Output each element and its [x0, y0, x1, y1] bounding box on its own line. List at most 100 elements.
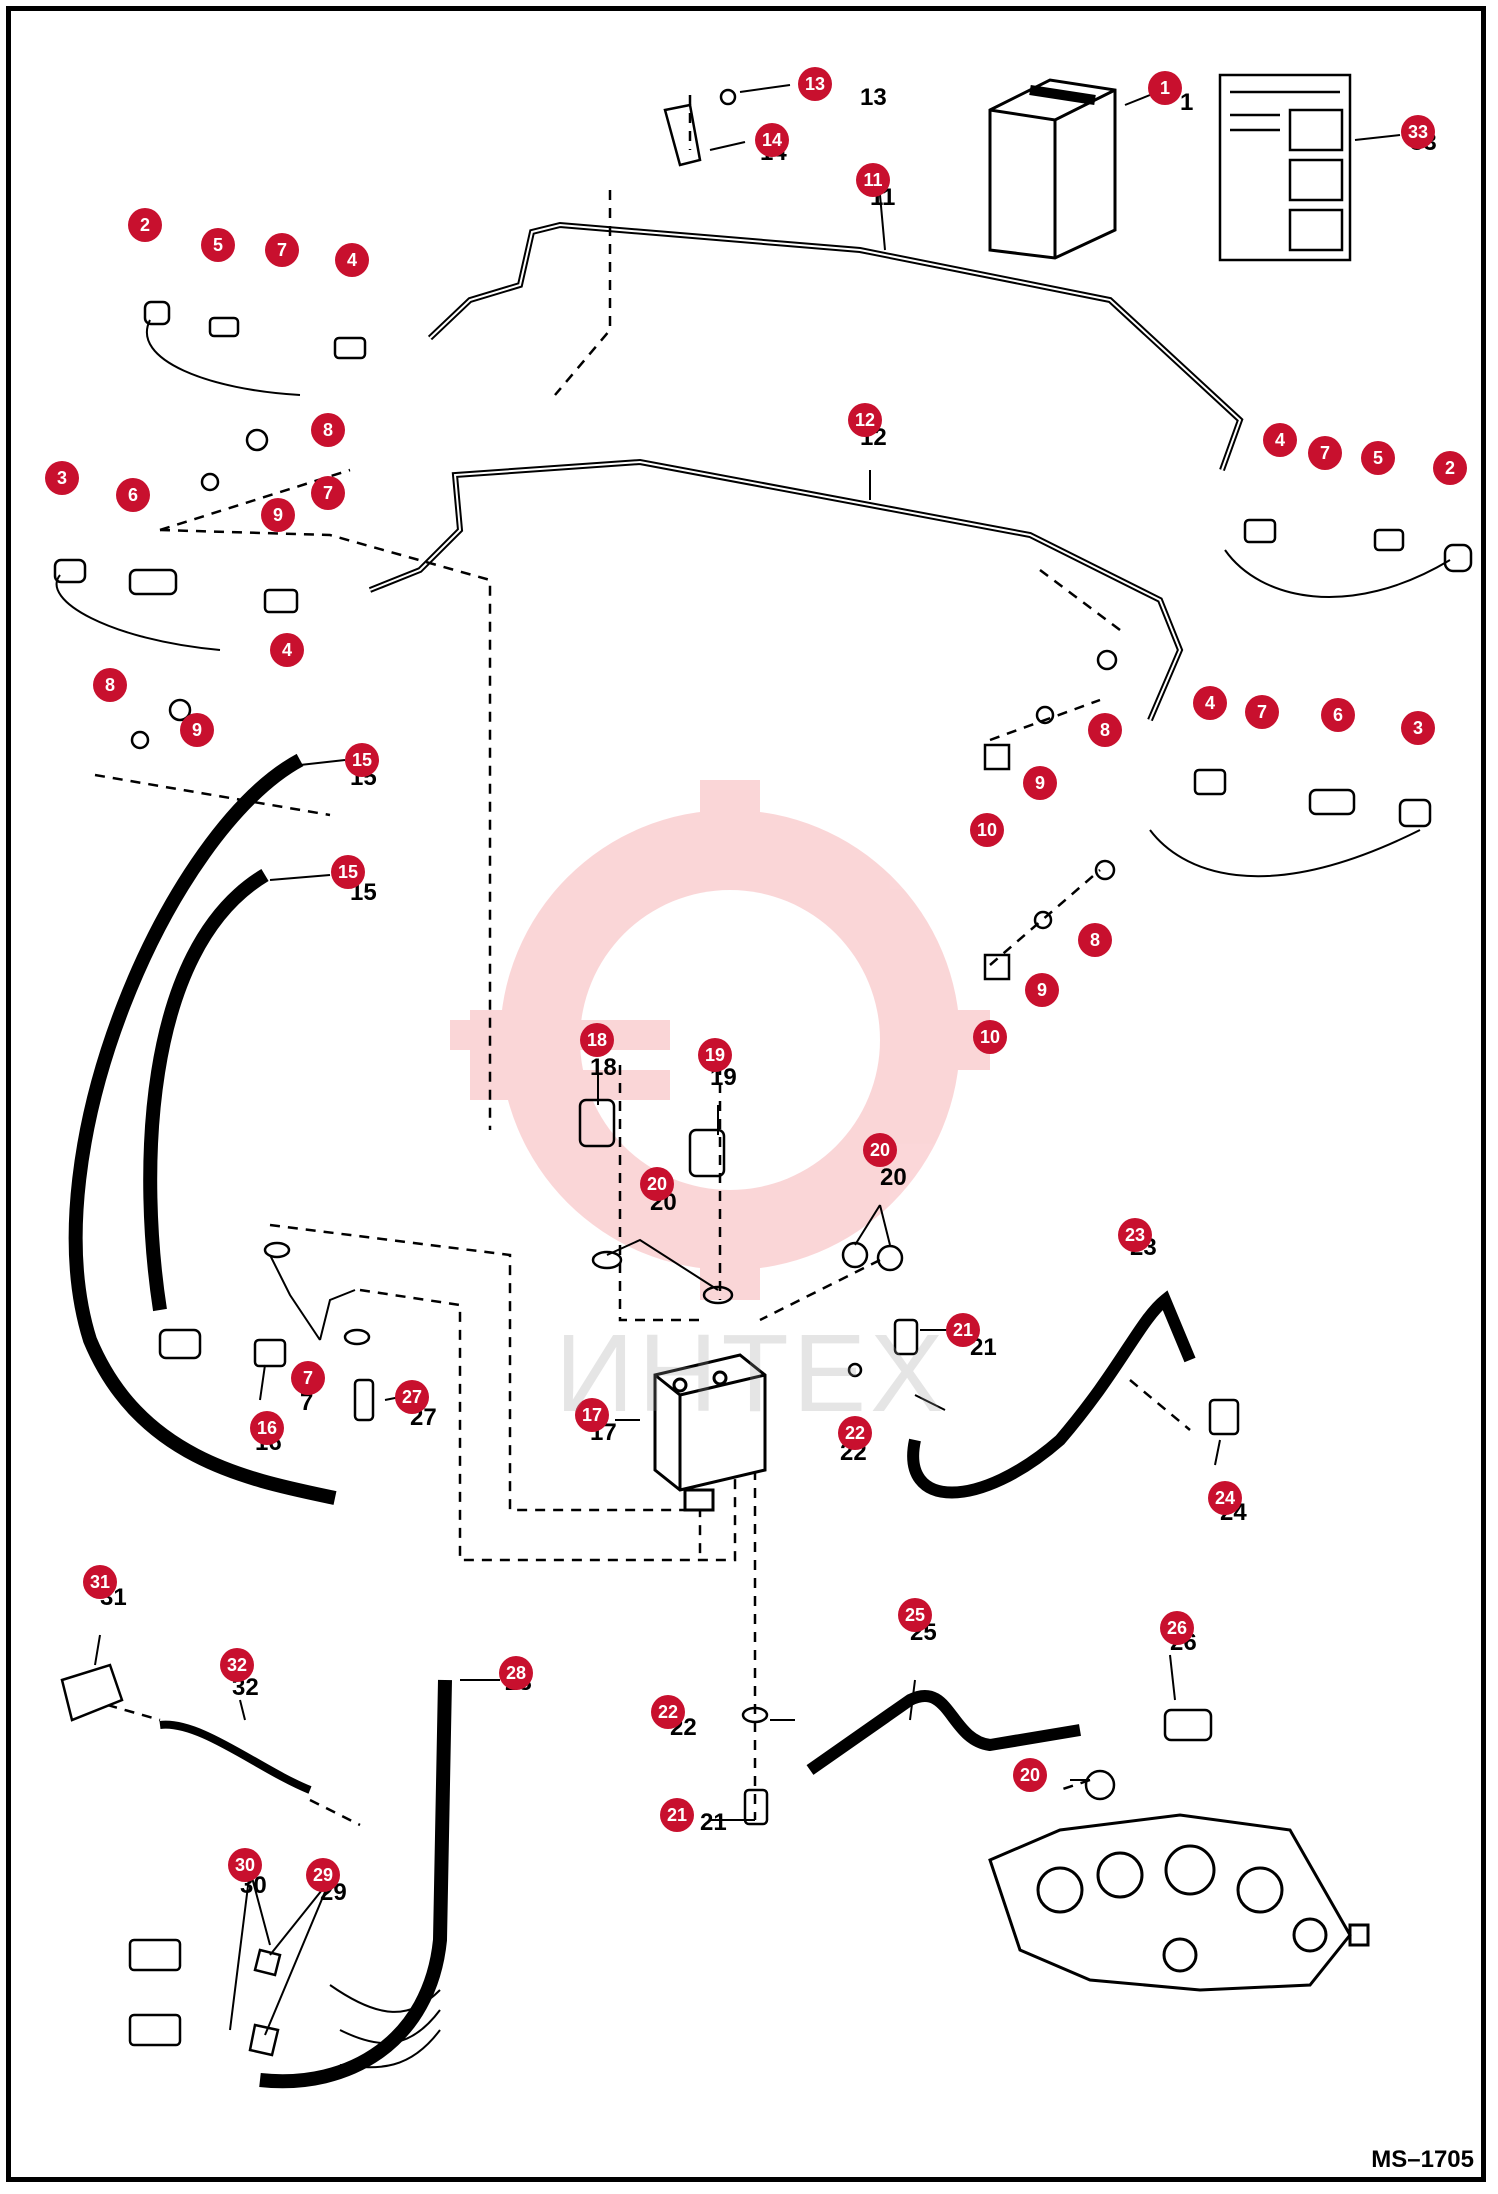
callout-circle: [1401, 711, 1435, 745]
callout-markers: 1223344445566777778888999910101112131415…: [45, 67, 1467, 1892]
callout-4-4: 4: [1193, 686, 1227, 720]
watermark-text: ИНТЕХ: [555, 1312, 948, 1435]
callout-3-2: 3: [1401, 711, 1435, 745]
callout-circle: [1245, 695, 1279, 729]
callout-label: 21: [667, 1805, 687, 1825]
callout-label: 28: [506, 1663, 526, 1683]
callout-circle: [331, 855, 365, 889]
fittings: [53, 300, 1473, 1826]
callout-8-2: 8: [93, 668, 127, 702]
callout-circle: [1160, 1611, 1194, 1645]
callout-label: 25: [905, 1605, 925, 1625]
callout-28: 28: [499, 1656, 533, 1690]
callout-label: 18: [587, 1030, 607, 1050]
battery-1: [988, 78, 1117, 260]
callout-label: 24: [1215, 1488, 1235, 1508]
callout-12: 12: [848, 403, 882, 437]
callout-20: 20: [640, 1167, 674, 1201]
callout-7-5: 7: [291, 1361, 325, 1395]
callout-label: 9: [192, 720, 202, 740]
callout-circle: [128, 208, 162, 242]
callout-circle: [798, 67, 832, 101]
callout-31: 31: [83, 1565, 117, 1599]
callout-15: 15: [345, 743, 379, 777]
callout-label: 7: [277, 240, 287, 260]
callout-circle: [270, 633, 304, 667]
callout-circle: [250, 1411, 284, 1445]
callout-15-2: 15: [331, 855, 365, 889]
callout-label: 5: [213, 235, 223, 255]
callout-label: 22: [658, 1702, 678, 1722]
diagram-frame: [6, 6, 1486, 2182]
o-rings: [263, 1241, 904, 1724]
svg-text:21: 21: [700, 1809, 727, 1836]
callout-circle: [1361, 441, 1395, 475]
callout-7-2: 7: [1308, 436, 1342, 470]
callout-label: 9: [273, 505, 283, 525]
callout-circle: [575, 1398, 609, 1432]
callout-circle: [499, 1656, 533, 1690]
callout-9-3: 9: [1023, 766, 1057, 800]
callout-circle: [83, 1565, 117, 1599]
callout-label: 4: [347, 250, 357, 270]
callout-17: 17: [575, 1398, 609, 1432]
callout-5-2: 5: [1361, 441, 1395, 475]
callout-circle: [265, 233, 299, 267]
callout-10-2: 10: [973, 1020, 1007, 1054]
callout-circle: [838, 1416, 872, 1450]
callout-7-4: 7: [1245, 695, 1279, 729]
callout-label: 26: [1167, 1618, 1187, 1638]
callout-label: 10: [977, 820, 997, 840]
callout-circle: [395, 1380, 429, 1414]
callout-circle: [1208, 1481, 1242, 1515]
tube-11: [427, 221, 1244, 472]
callout-13: 13: [798, 67, 832, 101]
hydraulic-pump: [988, 1813, 1370, 1992]
callout-circle: [863, 1133, 897, 1167]
callout-label: 20: [870, 1140, 890, 1160]
callout-circle: [856, 163, 890, 197]
callout-label: 9: [1037, 980, 1047, 1000]
callout-circle: [755, 123, 789, 157]
callout-circle: [93, 668, 127, 702]
tube-12: [368, 458, 1184, 722]
callout-circle: [1401, 115, 1435, 149]
callout-label: 4: [1205, 693, 1215, 713]
callout-label: 22: [845, 1423, 865, 1443]
svg-text:18: 18: [590, 1054, 617, 1081]
callout-label: 4: [1275, 430, 1285, 450]
callout-label: 17: [582, 1405, 602, 1425]
callout-circle: [45, 461, 79, 495]
callout-label: 29: [313, 1865, 333, 1885]
callout-label: 12: [855, 410, 875, 430]
callout-7-3: 7: [311, 476, 345, 510]
callout-4-3: 4: [270, 633, 304, 667]
callout-circle: [1263, 423, 1297, 457]
callout-circle: [345, 743, 379, 777]
callout-4: 4: [335, 243, 369, 277]
callout-label: 16: [257, 1418, 277, 1438]
callout-circle: [1148, 71, 1182, 105]
callout-26: 26: [1160, 1611, 1194, 1645]
callout-22-2: 22: [651, 1695, 685, 1729]
callout-label: 8: [105, 675, 115, 695]
manual-33: [1218, 73, 1352, 262]
connectors-29-30: [128, 1938, 441, 2069]
callout-circle: [1433, 451, 1467, 485]
callout-circle: [291, 1361, 325, 1395]
callout-circle: [201, 228, 235, 262]
figure-code: MS–1705: [1371, 2146, 1474, 2173]
callout-16: 16: [250, 1411, 284, 1445]
callout-label: 30: [235, 1855, 255, 1875]
callout-circle: [1118, 1218, 1152, 1252]
callout-19: 19: [698, 1038, 732, 1072]
callout-label: 9: [1035, 773, 1045, 793]
callout-3: 3: [45, 461, 79, 495]
callout-circle: [698, 1038, 732, 1072]
callout-23: 23: [1118, 1218, 1152, 1252]
callout-circle: [228, 1848, 262, 1882]
callout-label: 10: [980, 1027, 1000, 1047]
callout-label: 8: [1090, 930, 1100, 950]
callout-label: 6: [128, 485, 138, 505]
